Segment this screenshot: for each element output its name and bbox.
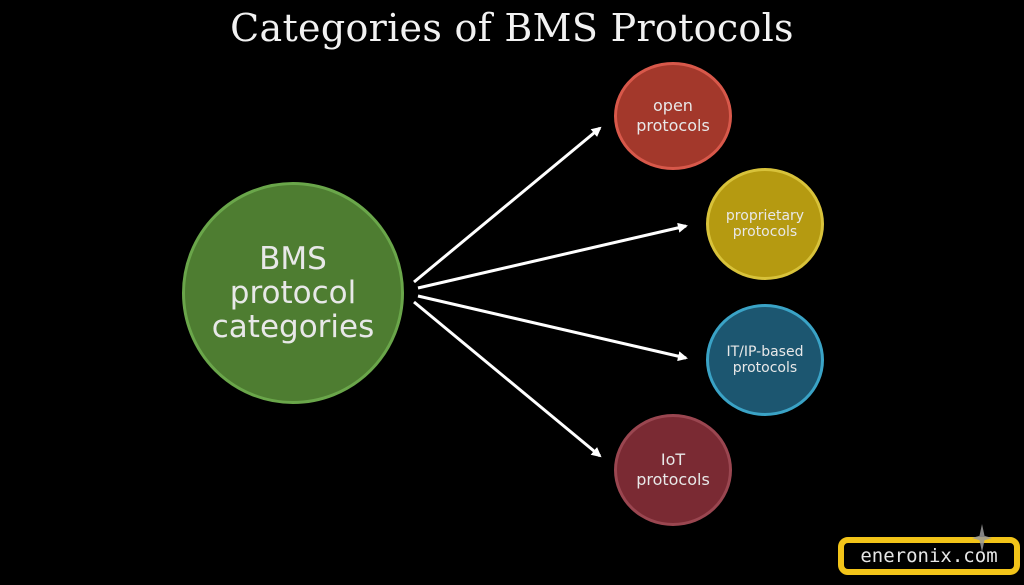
node-iot-protocols: IoT protocols	[614, 414, 732, 526]
watermark-text: eneronix.com	[860, 545, 998, 567]
node-itip-based-protocols: IT/IP-based protocols	[706, 304, 824, 416]
node-proprietary-protocols: proprietary protocols	[706, 168, 824, 280]
node-label-line: protocols	[636, 116, 710, 135]
arrow-to-iot	[413, 300, 602, 458]
center-node-bms-protocol-categories: BMS protocol categories	[182, 182, 404, 404]
watermark-logo: eneronix.com	[838, 537, 1020, 575]
arrow-to-proprietary	[417, 222, 688, 290]
node-label-line: proprietary	[725, 208, 805, 224]
node-label-line: open	[653, 96, 693, 115]
node-label-line: IoT	[660, 450, 686, 469]
node-label-line: IT/IP-based	[726, 344, 804, 360]
sparkle-icon	[972, 524, 992, 552]
arrow-to-open	[413, 126, 602, 284]
node-label-line: protocols	[732, 360, 798, 376]
arrow-to-itip	[417, 294, 688, 362]
node-label-line: protocols	[732, 224, 798, 240]
node-label-line: protocols	[636, 470, 710, 489]
node-label-line: BMS	[259, 241, 327, 277]
node-label-line: protocol	[229, 275, 357, 311]
diagram-title: Categories of BMS Protocols	[230, 6, 794, 50]
node-open-protocols: open protocols	[614, 62, 732, 170]
node-label-line: categories	[211, 309, 375, 345]
